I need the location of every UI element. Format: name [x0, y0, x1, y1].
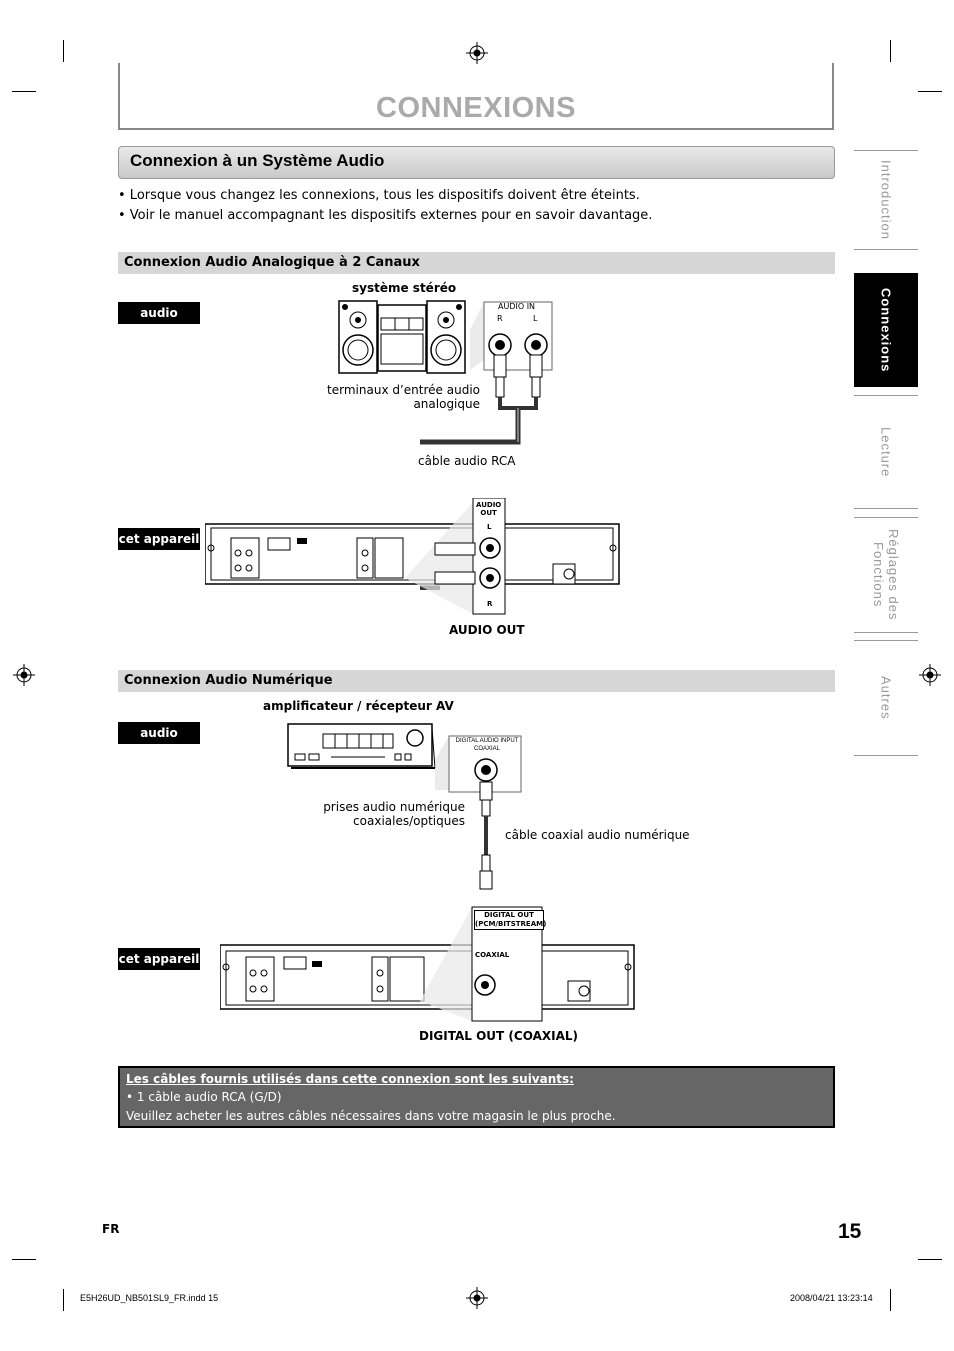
- subsection-bar: [118, 670, 835, 692]
- coaxial-cable-label: câble coaxial audio numérique: [505, 828, 690, 842]
- bullet-item: • Lorsque vous changez les connexions, t…: [118, 188, 640, 203]
- digital-out-coaxial-label: DIGITAL OUT (COAXIAL): [419, 1029, 579, 1043]
- stereo-system-label: système stéréo: [352, 281, 457, 295]
- side-tab-reglages[interactable]: Réglages des Fonctions: [854, 517, 918, 633]
- digital-out-small-label: DIGITAL OUT (PCM/BITSTREAM): [474, 910, 547, 930]
- crop-mark: [63, 1289, 64, 1311]
- note-line2: Veuillez acheter les autres câbles néces…: [126, 1109, 616, 1123]
- audio-out-small-label: AUDIO OUT: [476, 501, 501, 517]
- language-label: FR: [102, 1222, 120, 1236]
- registration-mark-icon: [13, 664, 35, 686]
- tag-unit: cet appareil: [118, 528, 200, 550]
- digital-out-line1: DIGITAL OUT: [484, 911, 534, 919]
- input-terminals-line2: analogique: [413, 397, 480, 411]
- crop-mark: [890, 1289, 891, 1311]
- coaxial-small-label: COAXIAL: [475, 951, 510, 959]
- page-title: CONNEXIONS: [376, 92, 576, 124]
- av-receiver-icon: [287, 723, 522, 890]
- unit-back-panel-digital-icon: [220, 906, 635, 1022]
- coaxial-jacks-line1: prises audio numérique: [323, 800, 465, 814]
- bullet-item: • Voir le manuel accompagnant les dispos…: [118, 208, 653, 223]
- unit-back-panel-icon: [205, 498, 620, 615]
- tag-unit: cet appareil: [118, 948, 200, 970]
- crop-mark: [918, 1259, 942, 1260]
- coaxial-jacks-label: prises audio numérique coaxiales/optique…: [285, 800, 465, 828]
- audio-out-small-1: AUDIO: [476, 501, 502, 509]
- registration-mark-icon: [919, 664, 941, 686]
- crop-mark: [918, 91, 942, 92]
- rca-cable-label: câble audio RCA: [418, 454, 516, 468]
- tag-audio: audio: [118, 302, 200, 324]
- cables-note-box: Les câbles fournis utilisés dans cette c…: [118, 1066, 835, 1128]
- title-frame: [118, 63, 834, 130]
- registration-mark-icon: [466, 42, 488, 64]
- side-tab-label: Réglages des Fonctions: [871, 529, 901, 621]
- coaxial-jacks-line2: coaxiales/optiques: [353, 814, 465, 828]
- tag-audio: audio: [118, 722, 200, 744]
- side-tab-label: Lecture: [878, 426, 894, 478]
- crop-mark: [890, 40, 891, 62]
- crop-mark: [63, 40, 64, 62]
- footer-file: E5H26UD_NB501SL9_FR.indd 15: [80, 1293, 219, 1303]
- input-terminals-label: terminaux d’entrée audio analogique: [300, 383, 480, 411]
- digital-input-line2: COAXIAL: [473, 746, 500, 752]
- audio-in-l-label: L: [533, 314, 538, 323]
- section-header-bar: [118, 146, 835, 179]
- crop-mark: [12, 91, 36, 92]
- subsection-title-analog: Connexion Audio Analogique à 2 Canaux: [124, 255, 420, 270]
- side-tab-label: Autres: [878, 676, 894, 720]
- subsection-title-digital: Connexion Audio Numérique: [124, 673, 333, 688]
- side-tab-lecture[interactable]: Lecture: [854, 395, 918, 509]
- audio-out-r-label: R: [487, 600, 493, 608]
- audio-out-l-label: L: [487, 523, 492, 531]
- digital-out-line2: (PCM/BITSTREAM): [475, 920, 547, 928]
- input-terminals-line1: terminaux d’entrée audio: [327, 383, 480, 397]
- subsection-bar: [118, 252, 835, 274]
- amplifier-label: amplificateur / récepteur AV: [263, 699, 454, 713]
- audio-in-r-label: R: [497, 314, 503, 323]
- note-line1: • 1 câble audio RCA (G/D): [126, 1090, 282, 1104]
- digital-input-line1: DIGITAL AUDIO INPUT: [455, 738, 519, 744]
- side-tab-label: Introduction: [878, 160, 894, 240]
- side-tab-label: Connexions: [878, 287, 894, 373]
- side-tab-autres[interactable]: Autres: [854, 640, 918, 756]
- page-number: 15: [838, 1220, 862, 1243]
- stereo-system-icon: [338, 300, 466, 374]
- footer-datetime: 2008/04/21 13:23:14: [790, 1293, 873, 1303]
- note-heading: Les câbles fournis utilisés dans cette c…: [126, 1072, 574, 1086]
- digital-input-label: DIGITAL AUDIO INPUT COAXIAL: [454, 737, 520, 753]
- section-title: Connexion à un Système Audio: [130, 151, 385, 170]
- audio-in-label: AUDIO IN: [498, 302, 536, 311]
- side-tab-connexions[interactable]: Connexions: [854, 273, 918, 387]
- side-tab-introduction[interactable]: Introduction: [854, 150, 918, 250]
- crop-mark: [12, 1259, 36, 1260]
- audio-out-small-2: OUT: [480, 509, 497, 517]
- registration-mark-icon: [466, 1287, 488, 1309]
- audio-in-connection-icon: [420, 301, 553, 590]
- audio-out-label: AUDIO OUT: [449, 623, 525, 637]
